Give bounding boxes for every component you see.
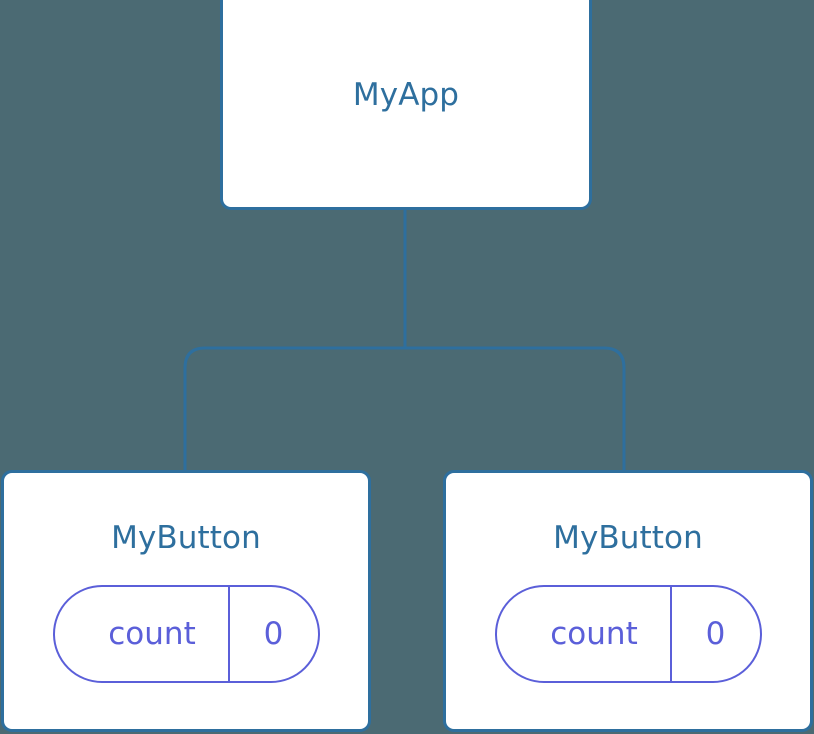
tree-node-child-2-label: MyButton — [553, 520, 703, 556]
tree-node-child-1[interactable]: MyButton count 0 — [1, 470, 371, 732]
state-key-label: count — [550, 615, 638, 652]
tree-node-child-2[interactable]: MyButton count 0 — [443, 470, 813, 732]
tree-node-root[interactable]: MyApp — [220, 0, 592, 210]
tree-node-root-label: MyApp — [352, 76, 460, 113]
state-pill-child-2[interactable]: count 0 — [494, 585, 762, 683]
state-value-label: 0 — [227, 587, 318, 681]
state-pill-child-1[interactable]: count 0 — [52, 585, 320, 683]
tree-node-child-1-label: MyButton — [111, 520, 261, 556]
edge-root-to-left-child — [183, 346, 405, 474]
edge-root-to-right-child — [405, 346, 626, 474]
state-key-label: count — [108, 615, 196, 652]
state-value-label: 0 — [669, 587, 760, 681]
